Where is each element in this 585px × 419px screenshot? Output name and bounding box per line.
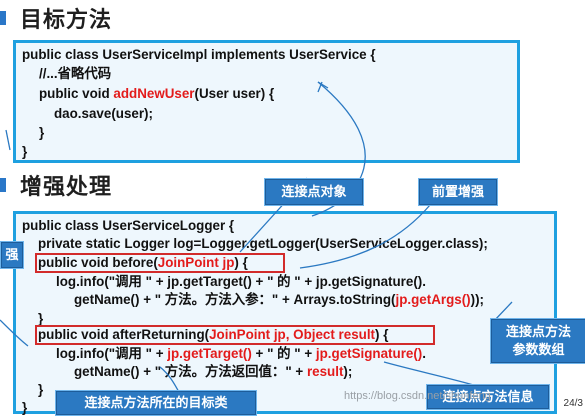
code-fragment: getName() + " 方法。方法返回值：" +	[74, 364, 307, 379]
advice-code-box: public class UserServiceLogger { private…	[13, 211, 557, 415]
code-line: dao.save(user);	[54, 106, 153, 121]
connector-line	[5, 129, 11, 151]
code-fragment: public void afterReturning(	[38, 327, 210, 342]
callout-before-advice: 前置增强	[418, 178, 498, 206]
code-line: }	[22, 400, 28, 415]
before-signature-highlight	[35, 253, 285, 273]
code-highlight: jp.getArgs()	[395, 292, 471, 307]
code-line: public void addNewUser(User user) {	[39, 85, 274, 103]
callout-join-point-args: 连接点方法 参数数组	[490, 318, 585, 364]
arrow-head	[317, 81, 329, 93]
code-line: getName() + " 方法。方法入参：" + Arrays.toStrin…	[74, 291, 484, 309]
code-fragment: (User user) {	[194, 86, 275, 101]
code-fragment: .	[422, 346, 427, 361]
code-fragment: );	[343, 364, 353, 379]
heading-bullet	[0, 178, 6, 192]
code-line: log.info("调用 " + jp.getTarget() + " 的 " …	[56, 345, 426, 363]
heading-advice-text: 增强处理	[20, 174, 113, 199]
code-fragment: ));	[470, 292, 485, 307]
section-heading-target: 目标方法	[0, 4, 112, 32]
code-fragment: ) {	[234, 255, 248, 270]
code-param: JoinPoint jp	[157, 255, 235, 270]
code-line: }	[38, 311, 44, 326]
page-number: 24/3	[563, 398, 583, 409]
watermark: https://blog.csdn.net/shunfeng	[344, 390, 491, 402]
code-fragment: log.info("调用 " +	[56, 346, 168, 361]
heading-bullet	[0, 11, 6, 25]
code-highlight: jp.getSignature()	[315, 346, 423, 361]
code-fragment: public void	[39, 86, 114, 101]
code-line: private static Logger log=Logger.getLogg…	[38, 236, 488, 251]
callout-line: 参数数组	[512, 342, 565, 357]
callout-method-info: 连接点方法信息	[426, 384, 550, 410]
code-line: }	[22, 144, 28, 159]
code-line: public void afterReturning(JoinPoint jp,…	[38, 326, 388, 344]
callout-line: 连接点方法	[505, 324, 571, 339]
connector-line	[311, 81, 366, 217]
code-line: getName() + " 方法。方法返回值：" + result);	[74, 363, 352, 381]
code-line: public void before(JoinPoint jp) {	[38, 254, 248, 272]
after-returning-signature-highlight	[35, 325, 435, 345]
code-line: public class UserServiceLogger {	[22, 218, 235, 233]
code-line: log.info("调用 " + jp.getTarget() + " 的 " …	[56, 274, 426, 289]
code-param: JoinPoint jp, Object result	[209, 327, 376, 342]
code-line: }	[39, 125, 45, 140]
connector-line	[0, 319, 29, 347]
connector-line	[299, 204, 431, 269]
callout-left-partial: 强	[0, 241, 24, 269]
code-method-name: addNewUser	[113, 86, 195, 101]
code-fragment: + " 的 " +	[251, 346, 316, 361]
code-line: }	[38, 382, 44, 397]
code-line: public class UserServiceImpl implements …	[22, 47, 376, 62]
callout-join-point-object: 连接点对象	[264, 178, 364, 206]
code-highlight: result	[306, 364, 344, 379]
heading-target-text: 目标方法	[20, 7, 113, 32]
target-code-box: public class UserServiceImpl implements …	[13, 40, 520, 163]
code-line: //...省略代码	[39, 66, 112, 81]
code-fragment: public void before(	[38, 255, 158, 270]
callout-target-class: 连接点方法所在的目标类	[55, 390, 257, 416]
code-highlight: jp.getTarget()	[167, 346, 252, 361]
section-heading-advice: 增强处理	[0, 171, 112, 199]
code-fragment: getName() + " 方法。方法入参：" + Arrays.toStrin…	[74, 292, 396, 307]
code-fragment: ) {	[375, 327, 389, 342]
